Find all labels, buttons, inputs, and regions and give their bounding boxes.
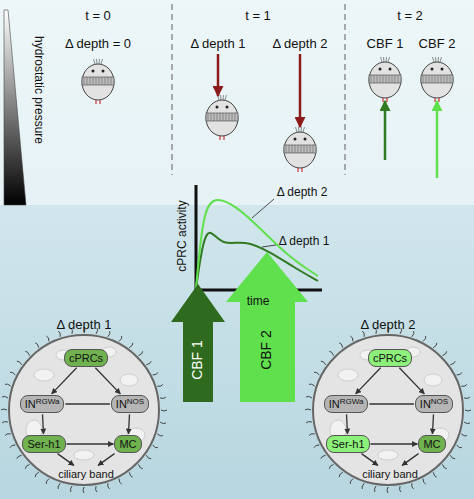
time-label: t = 1: [245, 9, 271, 23]
neural-connection: [402, 454, 418, 466]
neuron-cell: cPRCs: [368, 349, 412, 367]
neuron-cell: MC: [114, 435, 141, 453]
neural-connection: [52, 368, 77, 394]
time-label: t = 2: [397, 9, 423, 23]
neuron-cell: INRGWa: [324, 395, 369, 414]
condition-label: Δ depth = 0: [65, 37, 131, 51]
neural-connection: [356, 368, 381, 394]
neural-connection: [346, 414, 348, 434]
cell-label: IN: [420, 398, 431, 410]
arrow: [217, 54, 220, 96]
neuron-cell: cPRCs: [64, 349, 108, 367]
neural-connection: [98, 454, 114, 466]
neuron-cell: INNOS: [111, 395, 149, 414]
cell-type-superscript: RGWa: [36, 397, 60, 406]
time-label: t = 0: [85, 9, 111, 23]
neuron-cell: INNOS: [415, 395, 453, 414]
leader-line: [262, 245, 276, 247]
cell-type-superscript: NOS: [431, 397, 448, 406]
cell-label: MC: [119, 438, 136, 450]
axis-label: hydrostatic pressure: [31, 36, 44, 144]
condition-heading: Δ depth 2: [361, 317, 416, 332]
cell-type-superscript: RGWa: [340, 397, 364, 406]
larva-icon: [82, 59, 114, 104]
cbf-label: CBF 1: [367, 37, 404, 51]
larva-body: [1, 327, 167, 493]
neural-connection: [432, 414, 434, 434]
cell-label: ciliary band: [362, 468, 418, 480]
larva-body: [305, 327, 471, 493]
cbf-label: CBF 2: [419, 37, 456, 51]
larva-icon: [369, 57, 401, 102]
time-divider: [171, 4, 172, 175]
neural-connection: [128, 414, 130, 434]
larva-icon: [284, 127, 316, 172]
cell-label: IN: [116, 398, 127, 410]
leader-line: [252, 199, 274, 218]
condition-label: Δ depth 1: [191, 37, 246, 51]
cell-label: cPRCs: [373, 352, 407, 364]
cell-label: IN: [329, 398, 340, 410]
cbf-arrow: [226, 252, 308, 402]
cell-type-superscript: NOS: [127, 397, 144, 406]
neuron-cell: Ser-h1: [326, 435, 369, 453]
neural-connection: [369, 403, 413, 404]
cell-label: Ser-h1: [27, 438, 60, 450]
neuron-cell: Ser-h1: [22, 435, 65, 453]
axis-label: time: [247, 295, 270, 308]
arrow: [384, 101, 387, 160]
neural-connection: [399, 368, 424, 394]
cbf-label: CBF 2: [259, 330, 274, 370]
larva-icon: [206, 95, 238, 140]
neural-connection: [95, 368, 120, 394]
curve-label: Δ depth 1: [279, 235, 330, 248]
neuron-cell: INRGWa: [20, 395, 65, 414]
neuron-cell: ciliary band: [54, 466, 118, 482]
time-divider: [344, 4, 345, 175]
curve-label: Δ depth 2: [277, 186, 328, 199]
neuron-cell: ciliary band: [358, 466, 422, 482]
top-panel: [0, 0, 474, 205]
arrow: [436, 101, 439, 178]
cbf-arrow: [171, 284, 225, 402]
condition-heading: Δ depth 1: [57, 317, 112, 332]
pressure-gradient: [4, 10, 26, 205]
neuron-cell: MC: [418, 435, 445, 453]
larva-schematic: Δ depth 1cPRCsINRGWaINNOSSer-h1MCciliary…: [8, 334, 160, 486]
neural-connection: [371, 443, 418, 444]
neural-connection: [361, 454, 377, 466]
cell-label: MC: [423, 438, 440, 450]
cell-label: Ser-h1: [331, 438, 364, 450]
condition-label: Δ depth 2: [273, 37, 328, 51]
cell-label: IN: [25, 398, 36, 410]
neural-connection: [67, 443, 114, 444]
cell-label: ciliary band: [58, 468, 114, 480]
cell-label: cPRCs: [69, 352, 103, 364]
arrow: [299, 54, 302, 127]
neural-connection: [42, 414, 44, 434]
axis-label: cPRC activity: [176, 200, 189, 271]
cbf-label: CBF 1: [190, 340, 205, 380]
neural-connection: [65, 403, 109, 404]
larva-icon: [421, 57, 453, 102]
neural-connection: [57, 454, 73, 466]
larva-schematic: Δ depth 2cPRCsINRGWaINNOSSer-h1MCciliary…: [312, 334, 464, 486]
